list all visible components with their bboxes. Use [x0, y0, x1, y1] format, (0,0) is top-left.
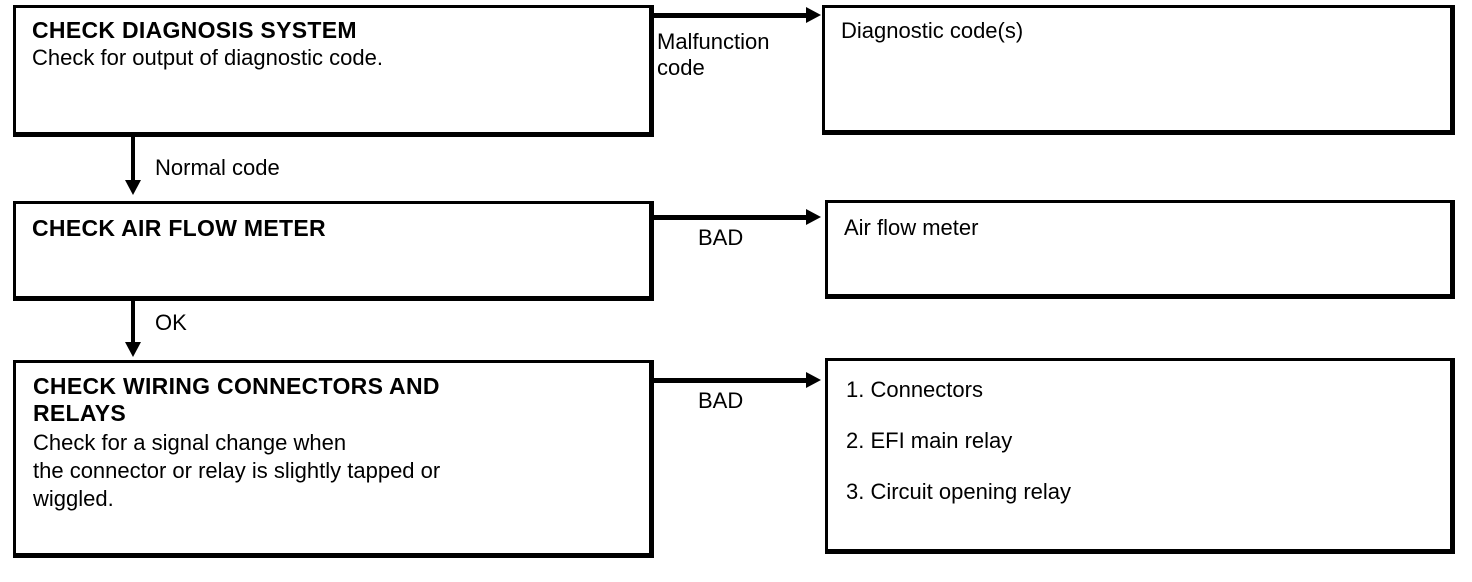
step-heading: CHECK WIRING CONNECTORS AND RELAYS [33, 373, 440, 426]
flow-arrowhead-1 [125, 180, 141, 195]
step-box-check-air-flow-meter: CHECK AIR FLOW METER [13, 201, 654, 301]
result-box-content: Air flow meter [844, 214, 1440, 242]
step-body: Check for output of diagnostic code. [32, 45, 383, 70]
result-box-diagnostic-codes: Diagnostic code(s) [822, 5, 1455, 135]
step-box-check-wiring-connectors-and-relays: CHECK WIRING CONNECTORS AND RELAYS Check… [13, 360, 654, 558]
list-item: 3. Circuit opening relay [846, 479, 1072, 504]
list-item: 1. Connectors [846, 377, 983, 402]
result-text: Air flow meter [844, 215, 979, 240]
branch-line-1 [652, 13, 810, 18]
branch-label-bad-2: BAD [698, 388, 744, 413]
flow-label-normal-code: Normal code [155, 155, 280, 180]
result-box-content: 1. Connectors 2. EFI main relay 3. Circu… [846, 378, 1440, 531]
branch-arrowhead-2 [806, 209, 821, 225]
flow-line-2 [131, 301, 135, 344]
result-box-content: Diagnostic code(s) [841, 17, 1440, 45]
flow-arrowhead-2 [125, 342, 141, 357]
list-item: 2. EFI main relay [846, 428, 1013, 453]
branch-label-bad-1: BAD [698, 225, 744, 250]
branch-line-3 [652, 378, 810, 383]
step-box-content: CHECK DIAGNOSIS SYSTEM Check for output … [32, 17, 639, 72]
step-body: Check for a signal change when the conne… [33, 430, 441, 511]
result-text: Diagnostic code(s) [841, 18, 1024, 43]
result-list: 1. Connectors 2. EFI main relay 3. Circu… [846, 378, 1440, 504]
step-box-content: CHECK WIRING CONNECTORS AND RELAYS Check… [33, 373, 639, 513]
flow-line-1 [131, 137, 135, 182]
step-heading: CHECK DIAGNOSIS SYSTEM [32, 17, 357, 43]
step-box-content: CHECK AIR FLOW METER [32, 215, 639, 242]
branch-line-2 [652, 215, 810, 220]
result-box-wiring-faults: 1. Connectors 2. EFI main relay 3. Circu… [825, 358, 1455, 554]
flow-label-ok: OK [155, 310, 187, 335]
step-box-check-diagnosis-system: CHECK DIAGNOSIS SYSTEM Check for output … [13, 5, 654, 137]
step-heading: CHECK AIR FLOW METER [32, 215, 326, 241]
result-box-air-flow-meter: Air flow meter [825, 200, 1455, 299]
branch-arrowhead-1 [806, 7, 821, 23]
branch-label-malfunction-code: Malfunction code [657, 29, 770, 80]
branch-arrowhead-3 [806, 372, 821, 388]
